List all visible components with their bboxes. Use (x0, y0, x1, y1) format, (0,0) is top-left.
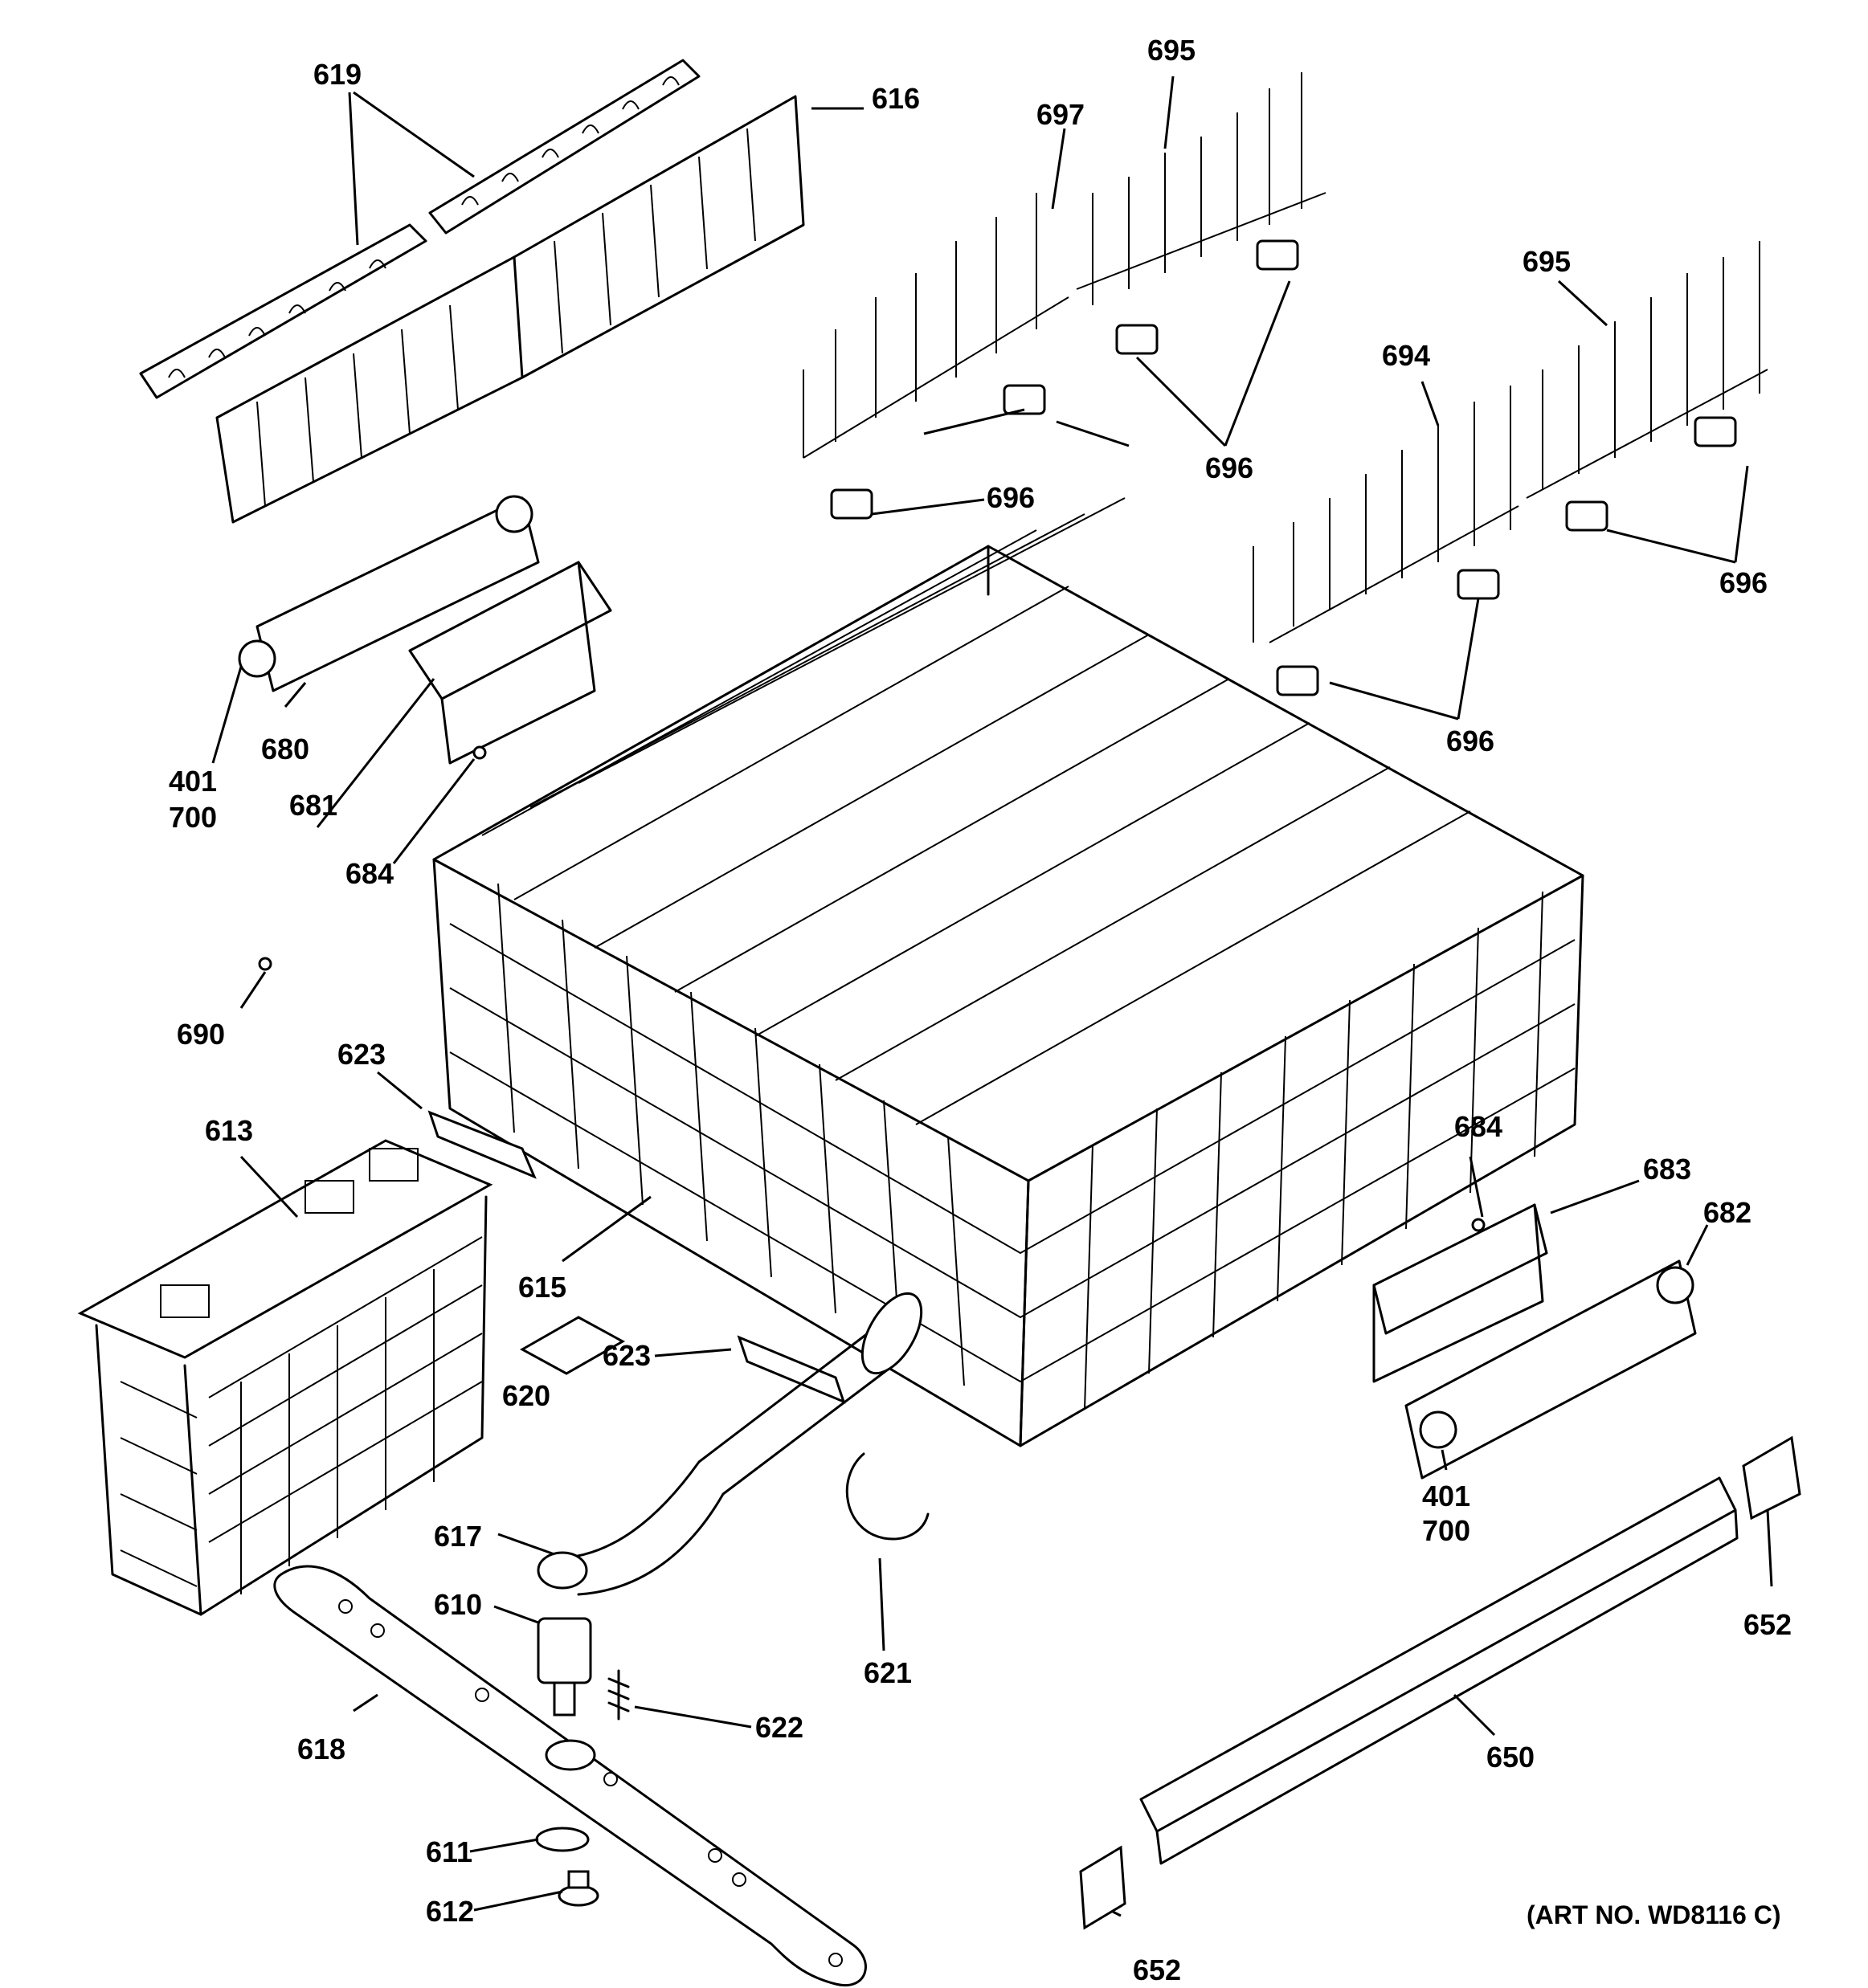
callout-622: 622 (755, 1711, 803, 1744)
callout-610: 610 (434, 1588, 482, 1621)
callout-623: 623 (603, 1339, 651, 1372)
part-611-washer (535, 1827, 590, 1852)
callout-652: 652 (1133, 1953, 1181, 1986)
part-684-screw-left (472, 745, 487, 760)
callout-697: 697 (1036, 98, 1085, 131)
callout-696: 696 (1719, 566, 1768, 599)
callout-700: 700 (169, 801, 217, 834)
part-610-bearing (537, 1617, 592, 1717)
callout-613: 613 (205, 1114, 253, 1147)
callout-696: 696 (987, 481, 1035, 514)
part-650-rail-track (1139, 1476, 1739, 1865)
callout-680: 680 (261, 733, 309, 765)
part-618-spray-arm (273, 1565, 867, 1987)
callout-694: 694 (1382, 339, 1430, 372)
callout-700: 700 (1422, 1514, 1470, 1547)
part-652-end-cap-upper (1742, 1435, 1801, 1521)
part-616-rack-sides (215, 95, 805, 524)
callout-652: 652 (1743, 1608, 1792, 1641)
callout-681: 681 (289, 789, 337, 822)
part-694-tine-row-lower (1253, 241, 1768, 643)
callout-612: 612 (426, 1895, 474, 1928)
part-696-clips (830, 239, 1737, 696)
part-695-tine-row-upper (803, 72, 1326, 459)
callout-611: 611 (426, 1835, 472, 1868)
callout-684: 684 (345, 857, 394, 890)
callout-682: 682 (1703, 1196, 1752, 1229)
callout-620: 620 (502, 1379, 550, 1412)
part-612-nut (558, 1870, 599, 1907)
callout-401: 401 (169, 765, 217, 798)
part-619-tine-rows (139, 59, 701, 399)
part-680-adjuster-left (238, 495, 540, 692)
callout-617: 617 (434, 1520, 482, 1553)
callout-401: 401 (1422, 1480, 1470, 1512)
callout-616: 616 (872, 82, 920, 115)
leader-lines (211, 76, 1773, 1917)
callout-621: 621 (864, 1656, 912, 1689)
callout-684: 684 (1454, 1110, 1502, 1143)
part-623-clip-a (427, 1110, 537, 1179)
callout-690: 690 (177, 1018, 225, 1051)
callout-650: 650 (1486, 1741, 1535, 1774)
part-684-screw-right (1471, 1218, 1486, 1232)
callout-619: 619 (313, 58, 362, 91)
callout-615: 615 (518, 1271, 566, 1304)
callout-695: 695 (1523, 245, 1571, 278)
part-622-screw (607, 1669, 630, 1721)
part-683-bracket-right (1372, 1203, 1548, 1383)
part-620-cap (519, 1316, 626, 1375)
part-682-adjuster-right (1404, 1259, 1697, 1480)
callout-618: 618 (297, 1733, 345, 1766)
callout-623: 623 (337, 1038, 386, 1071)
part-621-clamp (845, 1452, 930, 1541)
callout-696: 696 (1205, 451, 1253, 484)
callout-696: 696 (1446, 725, 1494, 757)
part-617-supply-tube (537, 1292, 923, 1596)
callout-683: 683 (1643, 1153, 1691, 1186)
part-690-screw (258, 957, 272, 971)
part-652-end-cap-lower (1079, 1845, 1126, 1930)
part-615-upper-rack (432, 497, 1584, 1447)
art-number: (ART NO. WD8116 C) (1527, 1900, 1780, 1929)
part-681-bracket-left (408, 561, 612, 765)
part-613-silverware-basket (77, 1139, 493, 1616)
callout-695: 695 (1147, 34, 1196, 67)
